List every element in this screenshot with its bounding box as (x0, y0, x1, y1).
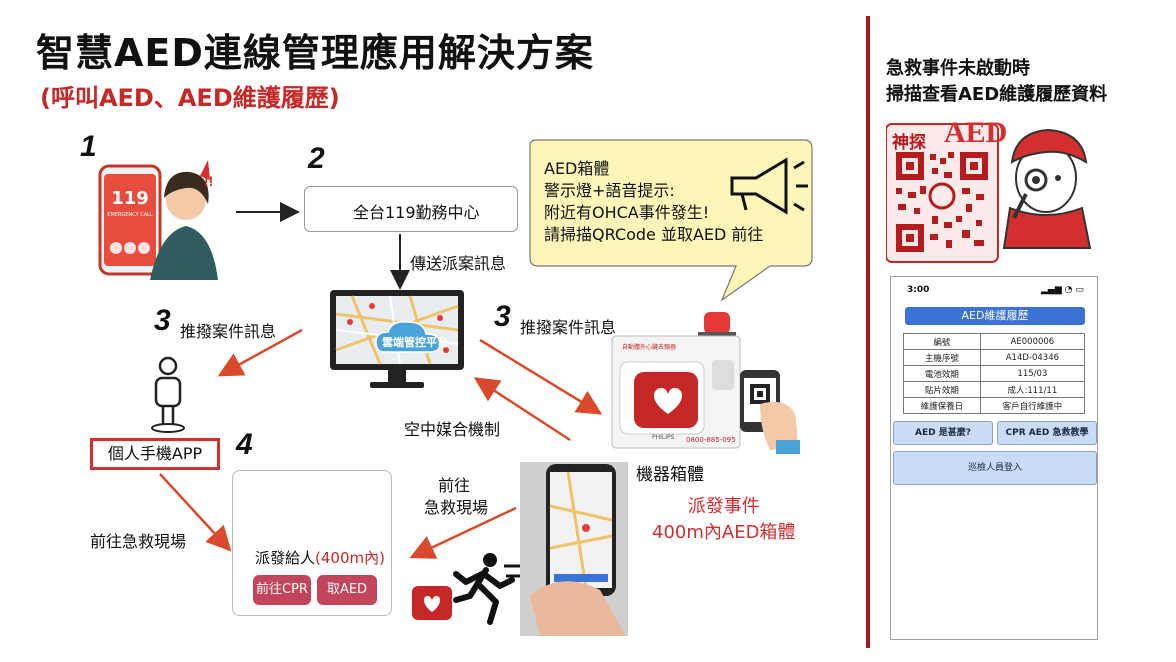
right-heading-line-1: 急救事件未啟動時 (886, 58, 1030, 79)
table-cell: 編號 (903, 333, 981, 350)
phone-caption: EMERGENCY CALL (107, 212, 153, 218)
dispatch-to-text: 派發給人 (255, 549, 316, 567)
table-row: 維護保養日客戶自行維護中 (903, 397, 1086, 414)
callout-line-3: 附近有OHCA事件發生! (544, 203, 710, 222)
cloud-platform-label: 雲端管控平台 (382, 336, 448, 349)
megaphone-icon (730, 157, 808, 215)
caller-woman-illustration: !! (150, 160, 218, 280)
smartphone-map-illustration (520, 462, 628, 636)
send-dispatch-label: 傳送派案訊息 (410, 254, 507, 273)
qr-code-mascot-graphic[interactable] (886, 118, 1092, 264)
step-number-1: 1 (80, 130, 97, 163)
right-heading-line-2: 掃描查看AED維護履歷資料 (886, 84, 1108, 105)
section-divider (866, 16, 870, 648)
callout-line-1: AED箱體 (544, 159, 610, 178)
push-message-left-label: 推撥案件訊息 (180, 322, 277, 341)
device-box-label: 機器箱體 (636, 465, 704, 485)
goto-scene-mid-label-2: 急救現場 (424, 498, 489, 517)
aed-cabinet-brand: PHILIPS (652, 434, 675, 441)
page-subtitle: (呼叫AED、AED維護履歷) (40, 84, 340, 112)
callout-line-4: 請掃描QRCode 並取AED 前往 (544, 225, 764, 244)
aed-cabinet-illustration (611, 312, 741, 449)
step-number-3-left: 3 (154, 304, 171, 337)
callout-bubble (529, 139, 813, 302)
right-panel-heading: 急救事件未啟動時 掃描查看AED維護履歷資料 (886, 56, 1107, 108)
runner-icon (412, 553, 520, 625)
table-cell: A14D-04346 (979, 349, 1086, 366)
air-matching-label: 空中媒合機制 (404, 420, 501, 439)
aed-cabinet-phone: 0800-885-095 (686, 436, 736, 444)
aed-cabinet-title: 自動體外心臟去顫器 (622, 344, 677, 351)
dispatch-center-box: 全台119勤務中心 (304, 186, 518, 232)
maintenance-title-bar: AED維護履歷 (905, 307, 1085, 325)
goto-scene-left-label: 前往急救現場 (90, 532, 187, 551)
dispatch-app-card: 派發給人(400m內) 前往CPR 取AED (232, 470, 392, 616)
cpr-aed-tutorial-button[interactable]: CPR AED 急救教學 (997, 421, 1097, 445)
status-bar-time: 3:00 (907, 285, 930, 295)
phone-number-119: 119 (111, 188, 149, 209)
step-number-2: 2 (308, 142, 325, 175)
page-title: 智慧AED連線管理應用解決方案 (36, 31, 594, 75)
person-icon (151, 356, 185, 433)
goto-scene-mid-label-1: 前往 (438, 476, 471, 495)
table-cell: 客戶自行維護中 (979, 397, 1086, 414)
personal-phone-app-label: 個人手機APP (107, 444, 203, 463)
table-cell: 成人:111/11 (979, 381, 1086, 398)
qr-label-cn: 神探 (892, 133, 926, 153)
table-cell: 維護保養日 (903, 397, 981, 414)
dispatch-event-line-1: 派發事件 (687, 496, 760, 517)
svg-text:!!: !! (204, 173, 213, 189)
table-row: 貼片效期成人:111/11 (903, 381, 1086, 398)
take-aed-button[interactable]: 取AED (317, 575, 377, 605)
table-cell: AE000006 (979, 333, 1086, 350)
inspector-login-button[interactable]: 巡檢人員登入 (893, 451, 1097, 485)
dispatch-event-note: 派發事件 400m內AED箱體 (652, 494, 795, 546)
dispatch-event-line-2: 400m內AED箱體 (652, 522, 796, 543)
push-message-right-label: 推撥案件訊息 (520, 318, 617, 337)
callout-line-2: 警示燈+語音提示: (544, 181, 675, 200)
dispatch-center-label: 全台119勤務中心 (353, 203, 480, 222)
what-is-aed-button[interactable]: AED 是甚麼? (893, 421, 993, 445)
personal-phone-app-box: 個人手機APP (90, 438, 220, 470)
table-cell: 電池效期 (903, 365, 981, 382)
status-bar-icons: ▂▄▆ ◔ ▭ (1041, 285, 1084, 295)
table-cell: 115/03 (979, 365, 1086, 382)
emergency-phone-illustration (98, 164, 162, 276)
step-number-4: 4 (236, 428, 253, 461)
dispatch-radius-text: (400m內) (315, 549, 385, 567)
aed-alert-callout: AED箱體 警示燈+語音提示: 附近有OHCA事件發生! 請掃描QRCode 並… (544, 158, 763, 246)
qr-label-aed: AED (944, 116, 1008, 149)
cloud-monitor-illustration (330, 290, 464, 388)
table-cell: 主機序號 (903, 349, 981, 366)
dispatch-to-label: 派發給人(400m內) (255, 547, 385, 568)
table-cell: 貼片效期 (903, 381, 981, 398)
goto-cpr-button[interactable]: 前往CPR (253, 575, 311, 605)
qr-phone-illustration (740, 370, 800, 454)
step-number-3-right: 3 (494, 300, 511, 333)
